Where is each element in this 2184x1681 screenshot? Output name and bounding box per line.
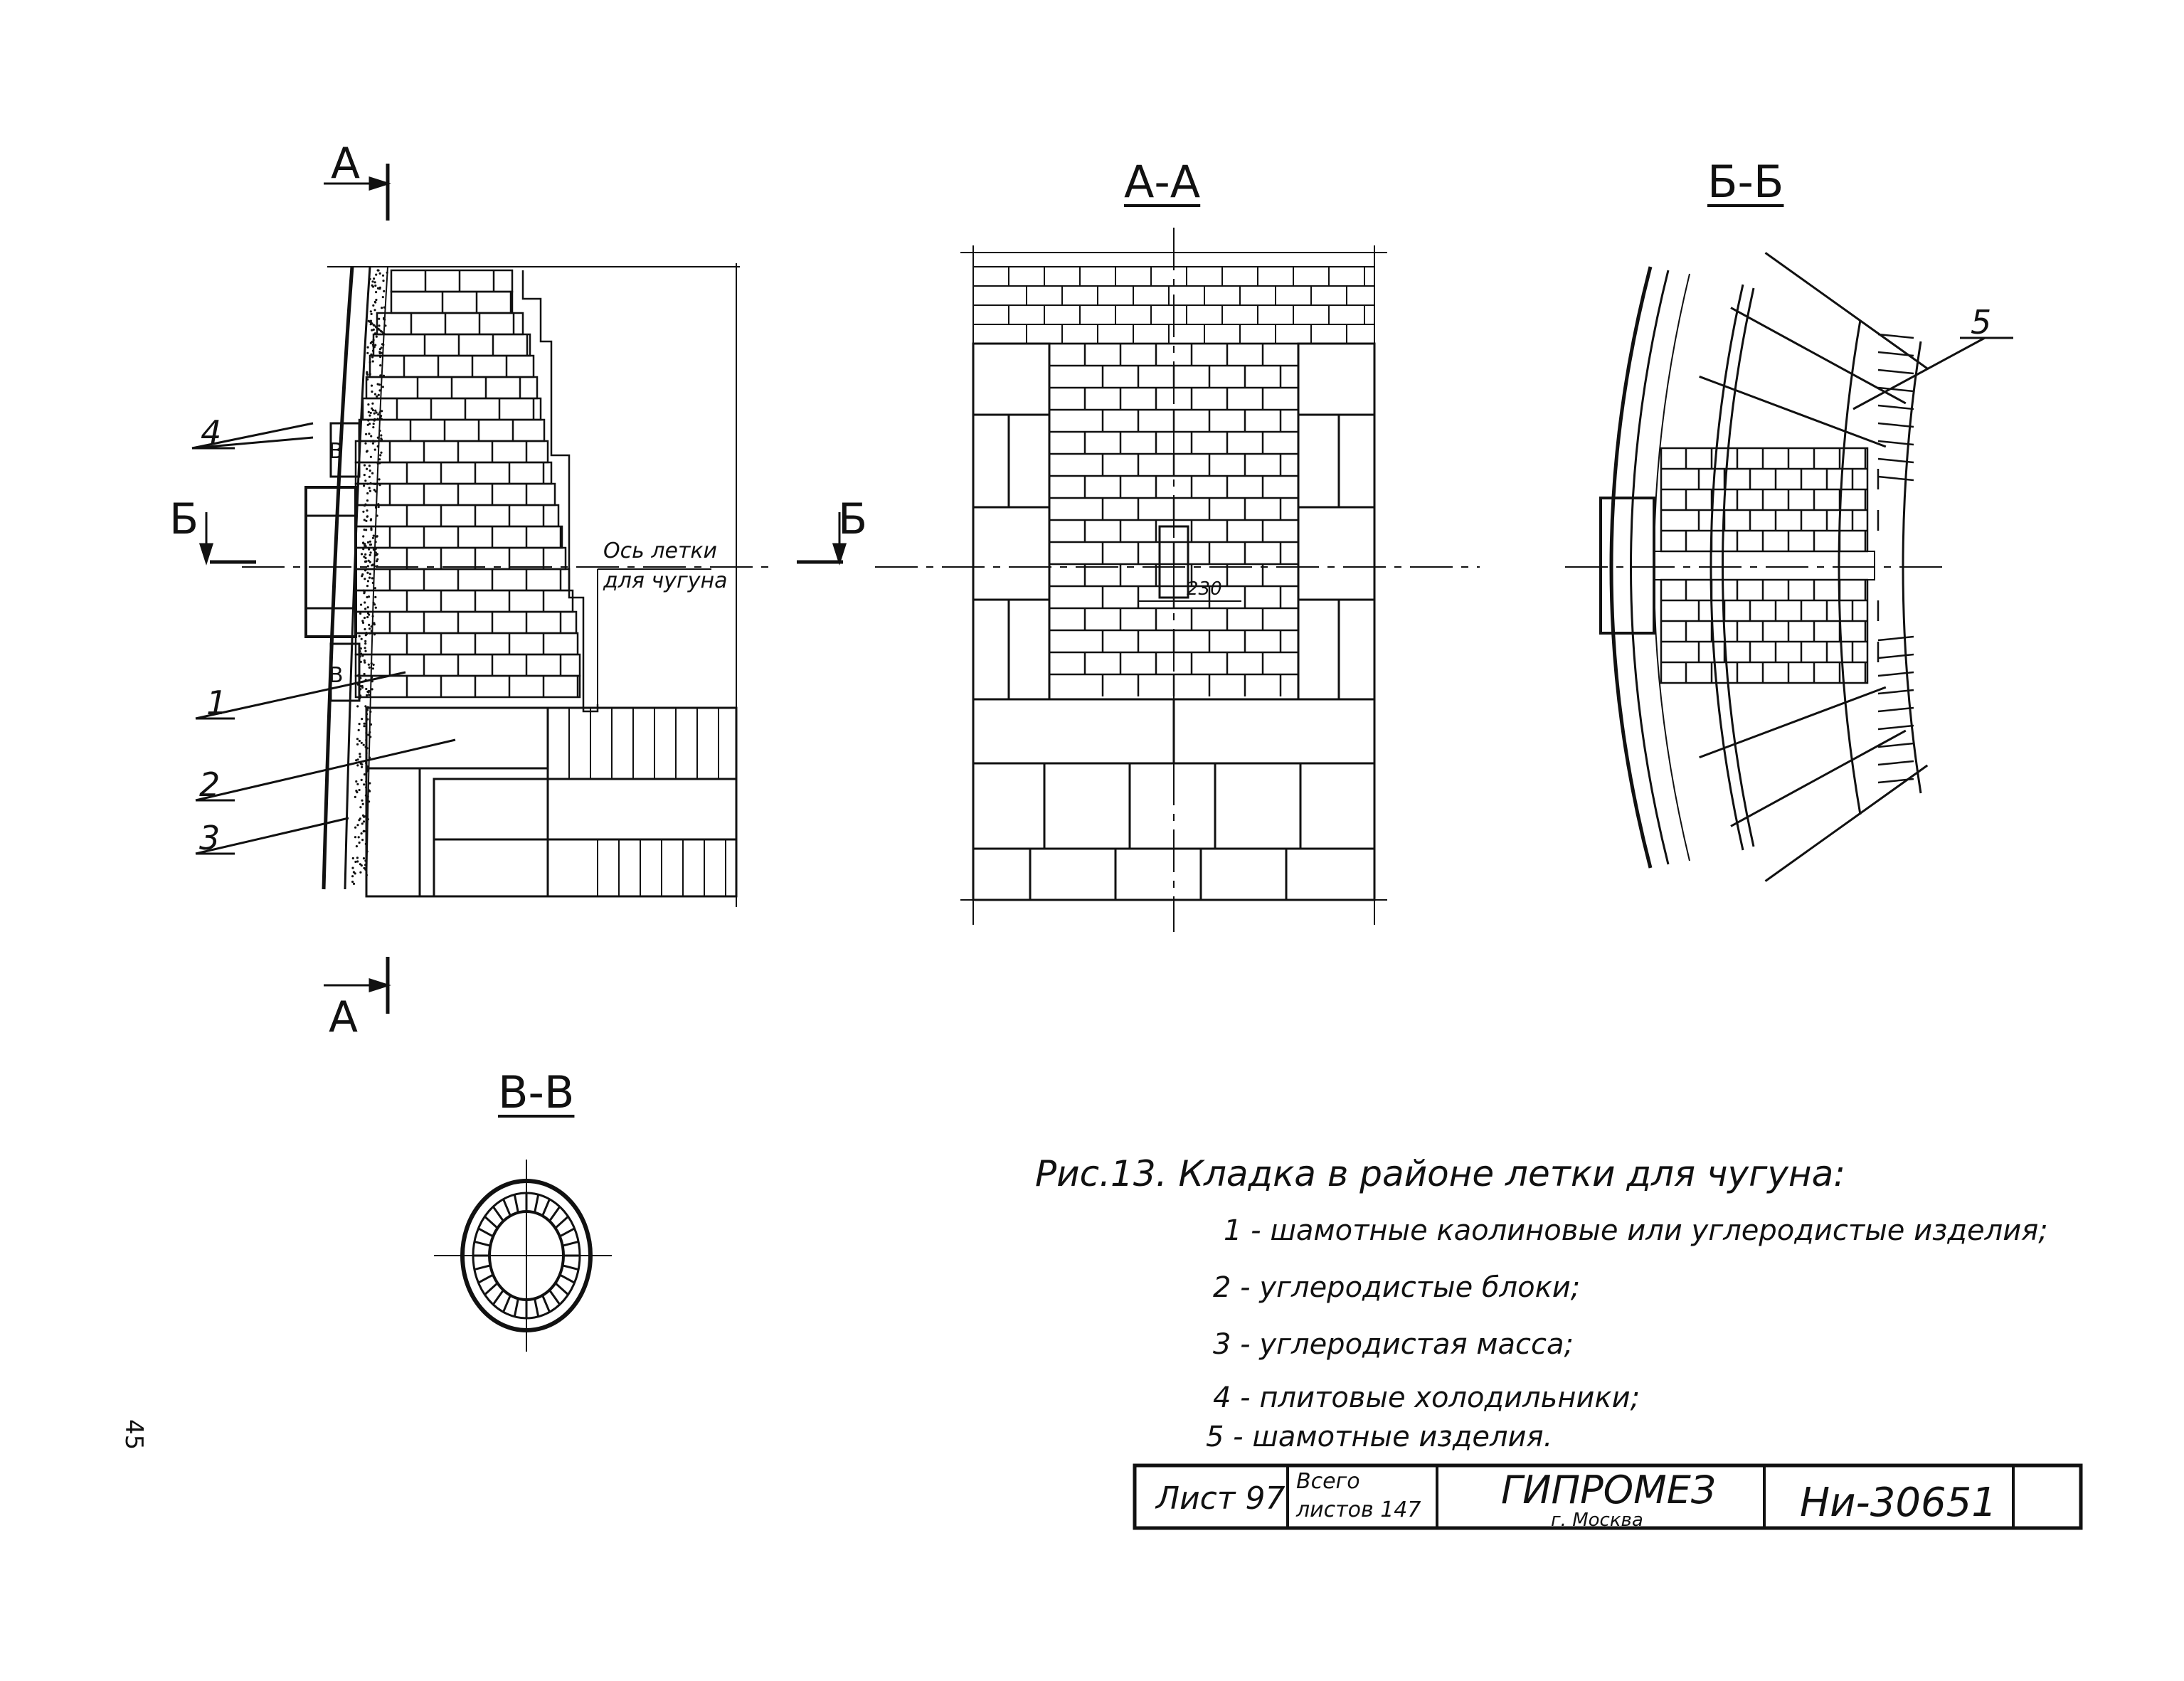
dimension-label: 230 <box>1187 578 1222 600</box>
section-mark-b-right: Б <box>838 494 868 544</box>
brick-row <box>354 461 553 485</box>
callout-1: 1 <box>206 684 228 722</box>
section-bb-view <box>1565 252 2013 882</box>
section-aa-title: А-А <box>1124 156 1201 208</box>
brick-row <box>354 440 549 464</box>
brick-row <box>354 482 556 507</box>
bb-upper-brick-panel <box>1660 447 1869 553</box>
section-mark-a-bottom: А <box>329 992 359 1042</box>
caption-item-3: 3 - углеродистая масса; <box>1213 1328 1574 1361</box>
brick-row <box>369 354 535 378</box>
document-number: Ни-30651 <box>1800 1480 1997 1526</box>
brick-row <box>390 290 514 314</box>
brick-row <box>354 546 567 571</box>
caption-item-1: 1 - шамотные каолиновые или углеродистые… <box>1224 1214 2048 1247</box>
brick-row <box>354 568 571 592</box>
page-number: 45 <box>120 1419 148 1451</box>
brick-row <box>354 504 560 528</box>
section-vv-title: В-В <box>498 1066 575 1118</box>
caption-title: Рис.13. Кладка в районе летки для чугуна… <box>1035 1153 1846 1194</box>
callout-5: 5 <box>1971 303 1992 341</box>
axis-label-line2: для чугуна <box>603 568 728 593</box>
org-name: ГИПРОМЕЗ <box>1501 1468 1716 1512</box>
caption-item-4: 4 - плитовые холодильники; <box>1213 1382 1640 1414</box>
section-mark-v-top: В <box>329 439 344 464</box>
org-city: г. Москва <box>1551 1510 1643 1531</box>
bb-lower-brick-panel <box>1660 578 1869 684</box>
callout-2: 2 <box>199 765 221 804</box>
brick-row <box>354 674 581 699</box>
brick-row <box>372 333 531 357</box>
sheet-label: Лист 97 <box>1156 1480 1286 1517</box>
total-sheets-line2: листов 147 <box>1296 1497 1421 1522</box>
callout-3: 3 <box>199 819 221 857</box>
total-sheets-line1: Всего <box>1296 1469 1360 1494</box>
section-mark-v-bottom: В <box>329 663 344 688</box>
title-block-frame <box>1133 1463 2083 1530</box>
brick-row <box>354 589 574 613</box>
brick-row <box>354 610 578 635</box>
section-bb-title: Б-Б <box>1707 156 1784 208</box>
caption-item-2: 2 - углеродистые блоки; <box>1213 1271 1581 1304</box>
callout-4: 4 <box>201 413 222 452</box>
caption-item-5: 5 - шамотные изделия. <box>1206 1421 1553 1453</box>
side-view <box>191 164 768 1014</box>
brick-row <box>361 397 542 421</box>
section-mark-b-left: Б <box>169 494 199 544</box>
section-mark-a-top: А <box>331 139 361 189</box>
section-aa-view <box>797 228 1480 932</box>
brick-row <box>358 418 546 442</box>
axis-label-line1: Ось летки <box>603 539 718 563</box>
section-vv-view <box>434 1160 612 1352</box>
brick-row <box>376 312 524 336</box>
